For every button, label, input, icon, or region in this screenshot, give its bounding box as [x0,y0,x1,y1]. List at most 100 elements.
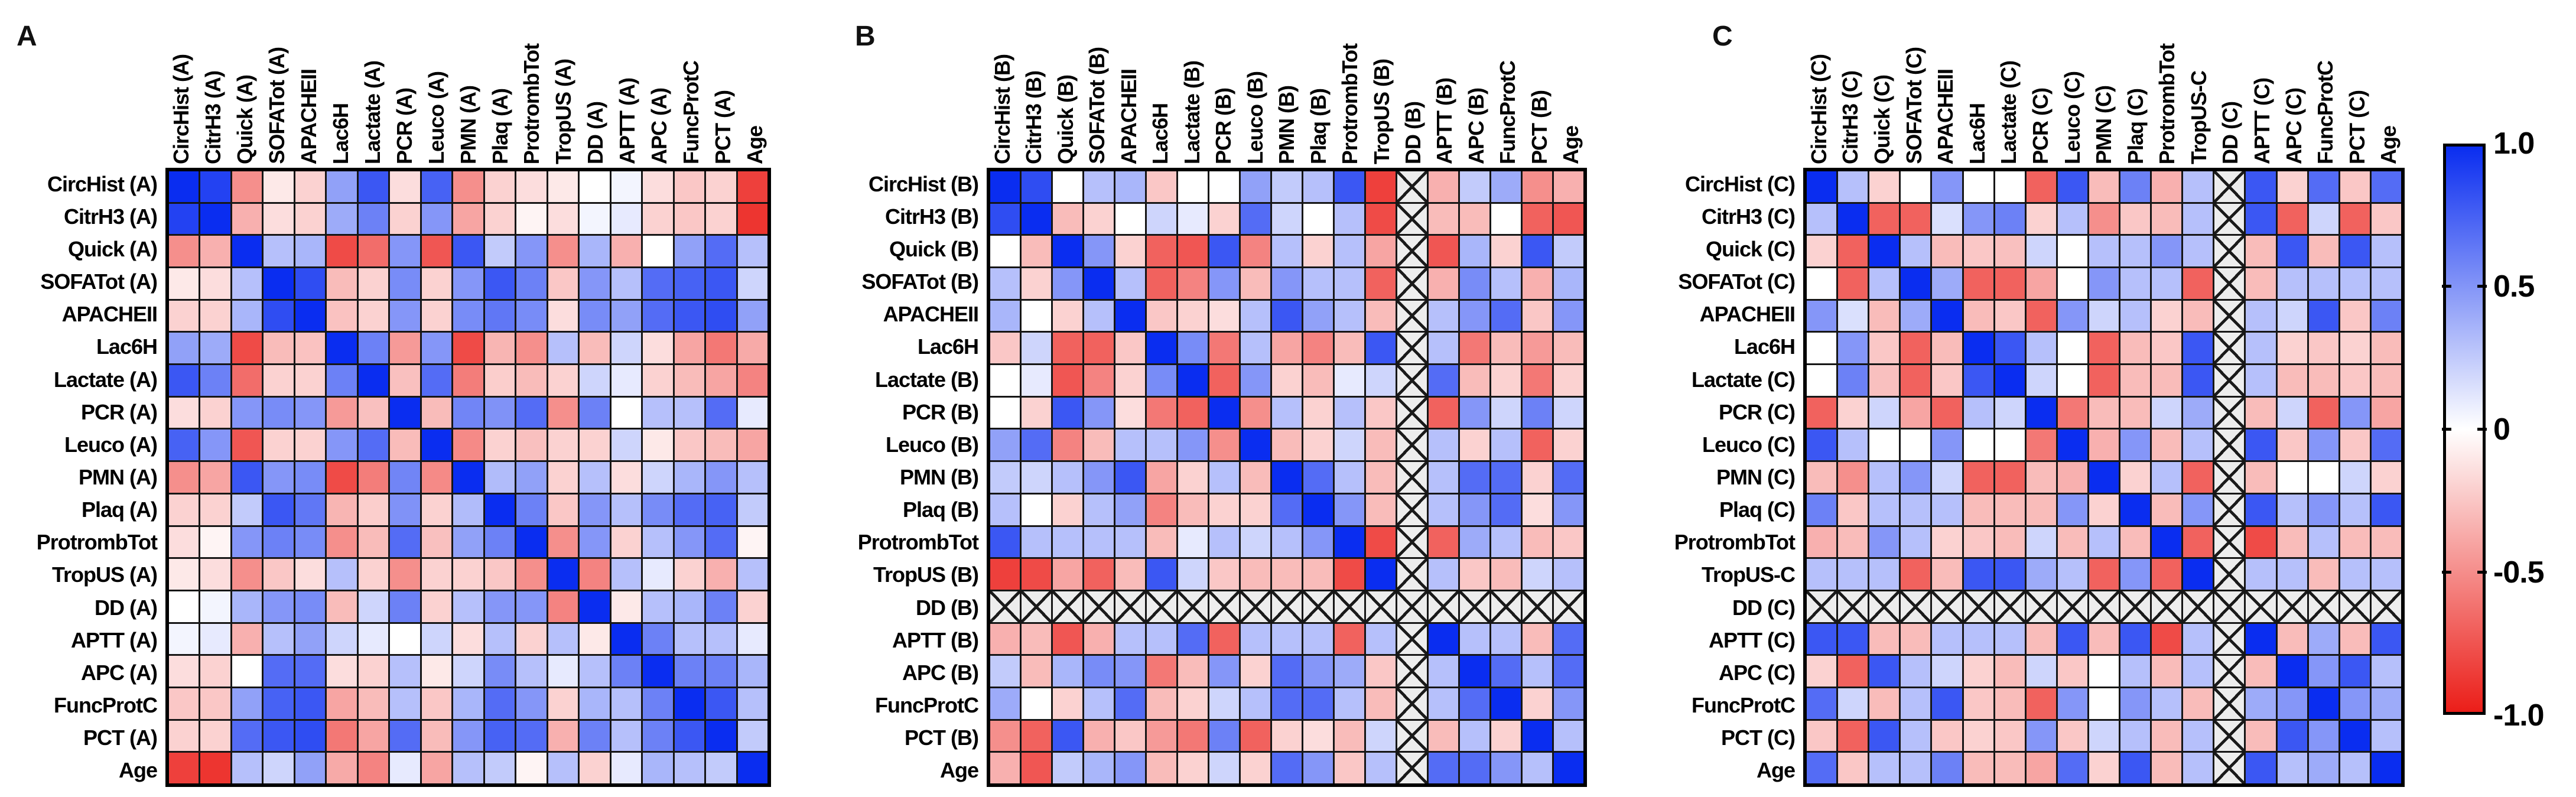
heatmap-cell [1838,300,1868,331]
heatmap-cell [484,688,515,719]
heatmap-cell-masked [1397,526,1427,558]
heatmap-cell [200,171,230,202]
column-label-text: ProtrombTot [519,43,544,164]
heatmap-cell [1303,559,1333,590]
heatmap-cell [643,591,673,622]
heatmap-cell [580,559,610,590]
heatmap-cell [295,720,326,752]
heatmap-cell [2089,365,2119,396]
heatmap-cell [1807,365,1837,396]
heatmap-cell [295,365,326,396]
heatmap-cell [1869,526,1900,558]
heatmap-cell [1303,430,1333,461]
heatmap-cell [1178,753,1208,783]
row-labels-A: CircHist (A)CitrH3 (A)Quick (A)SOFATot (… [0,168,163,787]
heatmap-cell [169,397,199,428]
heatmap-cell [674,494,705,525]
heatmap-cell [1272,623,1302,655]
heatmap-cell [643,559,673,590]
heatmap-cell [2152,203,2182,235]
heatmap-cell-masked [2057,591,2087,622]
heatmap-cell [1932,753,1962,783]
heatmap-cell [1335,688,1364,719]
heatmap-cell [1995,688,2025,719]
heatmap-cell [1084,688,1114,719]
heatmap-cell [1178,300,1208,331]
heatmap-cell [1838,526,1868,558]
heatmap-cell-masked [1995,591,2025,622]
heatmap-cell [1995,656,2025,687]
column-label: PMN (B) [1274,7,1299,164]
heatmap-cell [1022,430,1051,461]
heatmap-cell [1272,753,1302,783]
row-label: CircHist (B) [868,171,979,196]
heatmap-cell [421,656,452,687]
row-label: PCT (B) [905,726,979,750]
heatmap-cell [1460,333,1489,364]
heatmap-cell [2246,688,2276,719]
heatmap-cell [484,462,515,493]
heatmap-cell [1963,688,1993,719]
heatmap-cell [674,430,705,461]
heatmap-cell [2340,268,2370,299]
heatmap-cell [1838,753,1868,783]
heatmap-cell [1178,656,1208,687]
heatmap-cell [1963,720,1993,752]
heatmap-cell [2057,203,2087,235]
column-label-text: APACHEII [296,69,321,164]
heatmap-cell [200,397,230,428]
heatmap-cell [1272,268,1302,299]
heatmap-cell [990,171,1020,202]
heatmap-cell [2026,365,2056,396]
heatmap-cell [169,300,199,331]
column-label-text: CitrH3 (A) [201,71,226,164]
heatmap-cell [1303,656,1333,687]
heatmap-cell [264,203,294,235]
heatmap-cell [232,397,262,428]
heatmap-cell [2277,623,2307,655]
column-label: DD (C) [2218,7,2242,164]
heatmap-cell [484,300,515,331]
heatmap-cell [611,300,642,331]
heatmap-cell [548,656,578,687]
heatmap-cell [1209,397,1239,428]
colorbar-tickmark [2477,285,2487,288]
heatmap-cell [390,720,420,752]
heatmap-cell [2277,203,2307,235]
column-label: Leuco (C) [2060,7,2084,164]
heatmap-cell [990,623,1020,655]
heatmap-cell [232,753,262,783]
column-label: Lactate (C) [1996,7,2021,164]
heatmap-cell [990,365,1020,396]
row-label: Age [118,758,158,783]
heatmap-cell [1022,171,1051,202]
heatmap-cell [2152,236,2182,267]
column-label: FuncProtC [2313,7,2337,164]
heatmap-cell [169,430,199,461]
heatmap-cell [516,591,547,622]
heatmap-cell [1303,203,1333,235]
heatmap-cell [1303,688,1333,719]
heatmap-cell [1366,656,1396,687]
heatmap-cell [643,753,673,783]
heatmap-cell [264,720,294,752]
row-label: PCR (C) [1719,399,1796,424]
heatmap-cell [1241,462,1270,493]
heatmap-cell [421,365,452,396]
heatmap-cell [200,720,230,752]
heatmap-cell [1084,300,1114,331]
heatmap-cell [1901,268,1931,299]
heatmap-cell [706,430,736,461]
heatmap-cell [2089,333,2119,364]
heatmap-cell [990,462,1020,493]
column-label-text: Age [1559,125,1583,164]
heatmap-cell [421,203,452,235]
heatmap-cell [390,559,420,590]
heatmap-cell [516,559,547,590]
heatmap-cell [169,591,199,622]
heatmap-cell [1491,720,1521,752]
heatmap-cell-masked [1397,333,1427,364]
heatmap-cell [1869,268,1900,299]
heatmap-cell [548,623,578,655]
heatmap-cell [1178,333,1208,364]
